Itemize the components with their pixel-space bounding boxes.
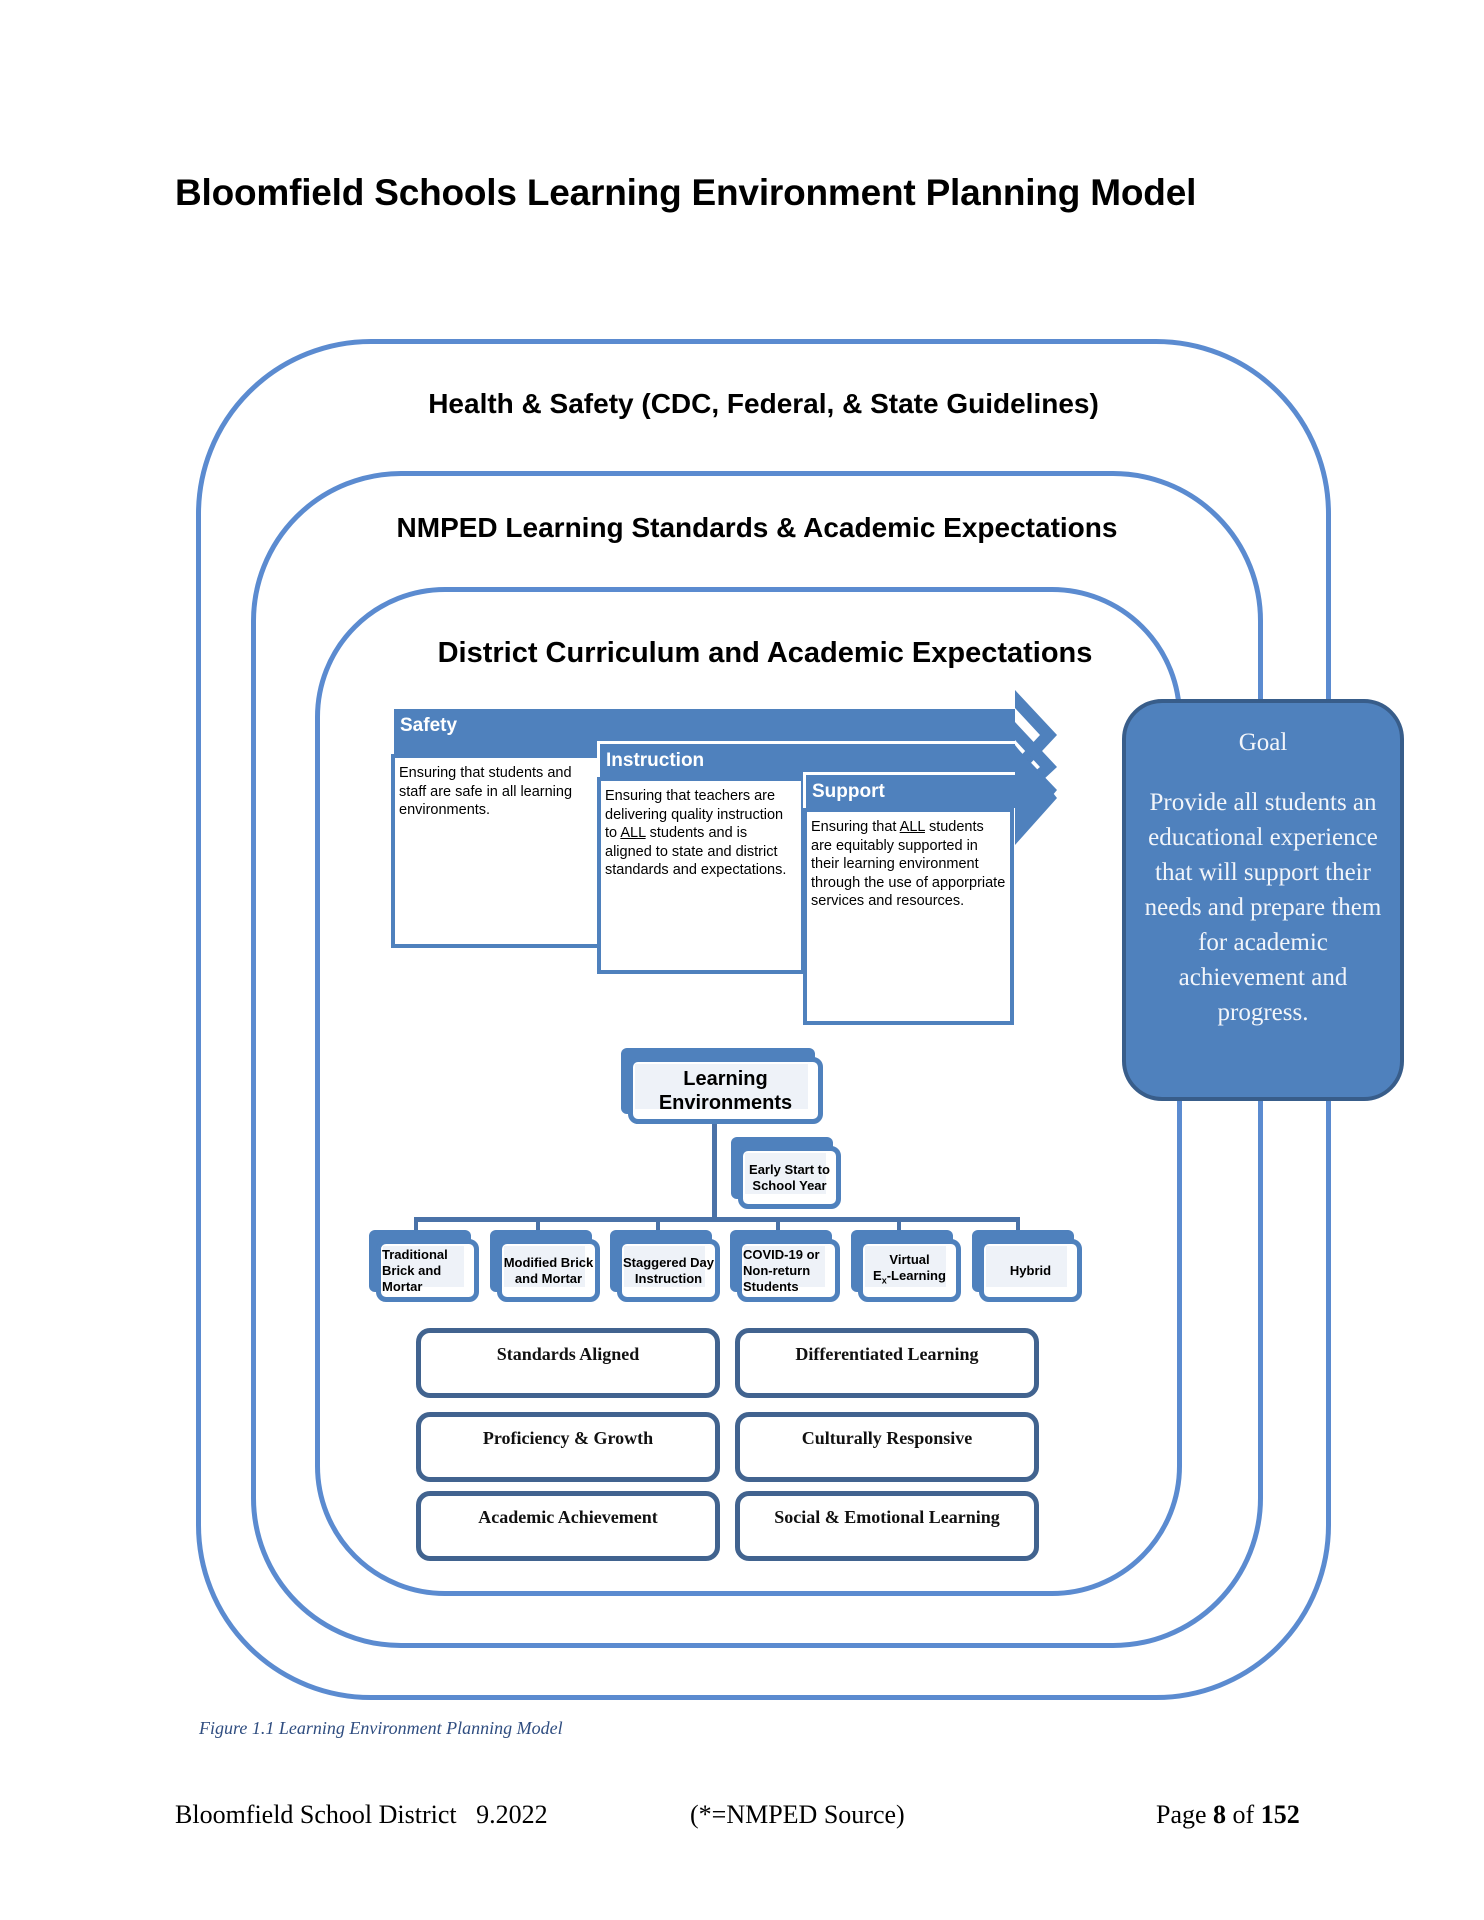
goal-box: Goal Provide all students an educational… — [1122, 699, 1404, 1101]
nmped-standards-label: NMPED Learning Standards & Academic Expe… — [396, 512, 1118, 543]
feature-culturally-responsive: Culturally Responsive — [735, 1412, 1039, 1482]
virtual-sublabel: Ex-Learning — [873, 1268, 946, 1286]
environment-traditional: Traditional Brick and Mortar — [369, 1230, 479, 1302]
support-label: Support — [812, 781, 885, 802]
goal-title: Goal — [1238, 729, 1288, 756]
tree-trunk-line — [712, 1120, 717, 1222]
feature-proficiency-growth: Proficiency & Growth — [416, 1412, 720, 1482]
tree-drop-1 — [414, 1217, 418, 1231]
page-title: Bloomfield Schools Learning Environment … — [175, 172, 1197, 213]
district-curriculum-label: District Curriculum and Academic Expecta… — [437, 637, 1093, 669]
footer-page-number: Page 8 of 152 — [1156, 1800, 1300, 1829]
environment-hybrid: Hybrid — [972, 1230, 1082, 1302]
instruction-label: Instruction — [606, 750, 705, 771]
footer-date: 9.2022 — [476, 1800, 548, 1829]
feature-social-emotional-learning: Social & Emotional Learning — [735, 1491, 1039, 1561]
footer-source-note: (*=NMPED Source) — [690, 1800, 905, 1829]
tree-drop-6 — [1016, 1217, 1020, 1231]
support-description: Ensuring that ALL students are equitably… — [803, 808, 1014, 1025]
footer-district: Bloomfield School District 9.2022 — [175, 1800, 548, 1829]
feature-differentiated-learning: Differentiated Learning — [735, 1328, 1039, 1398]
tree-branch-line — [414, 1217, 1020, 1222]
feature-standards-aligned: Standards Aligned — [416, 1328, 720, 1398]
health-safety-label: Health & Safety (CDC, Federal, & State G… — [428, 388, 1099, 419]
environment-virtual: Virtual Ex-Learning — [851, 1230, 961, 1302]
safety-label: Safety — [400, 715, 458, 736]
environment-modified: Modified Brick and Mortar — [490, 1230, 600, 1302]
tree-drop-2 — [536, 1217, 540, 1231]
support-banner: Support — [803, 772, 1015, 808]
tree-drop-3 — [656, 1217, 660, 1231]
instruction-banner: Instruction — [597, 741, 1015, 777]
support-arrow-head-full — [1015, 745, 1057, 845]
environment-staggered: Staggered Day Instruction — [610, 1230, 720, 1302]
instruction-description: Ensuring that teachers are delivering qu… — [597, 777, 805, 974]
figure-caption: Figure 1.1 Learning Environment Planning… — [199, 1718, 563, 1738]
early-start-node: Early Start to School Year — [731, 1137, 841, 1209]
tree-drop-4 — [776, 1217, 780, 1231]
goal-text: Provide all students an educational expe… — [1144, 789, 1382, 1026]
environment-covid-nonreturn: COVID-19 or Non-return Students — [730, 1230, 840, 1302]
feature-academic-achievement: Academic Achievement — [416, 1491, 720, 1561]
safety-description: Ensuring that students and staff are saf… — [391, 754, 601, 948]
learning-environments-node: Learning Environments — [621, 1048, 823, 1124]
virtual-label: Virtual — [889, 1252, 930, 1268]
tree-drop-5 — [897, 1217, 901, 1231]
